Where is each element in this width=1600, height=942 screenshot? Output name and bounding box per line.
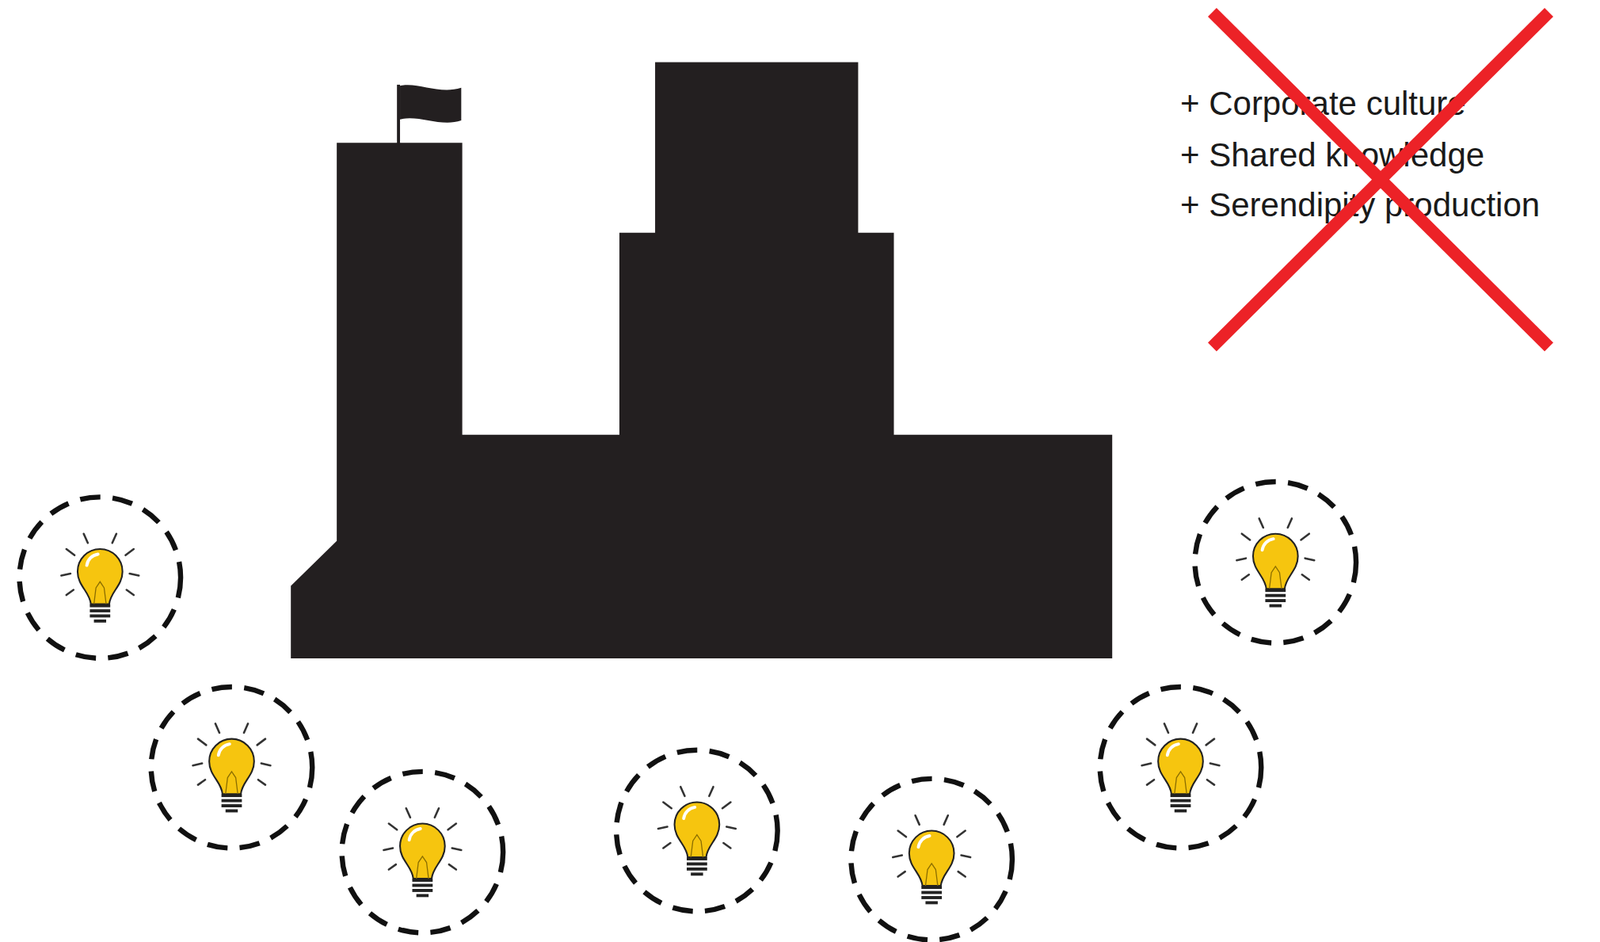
idea-circle (1195, 481, 1357, 644)
lightbulb-icon (1236, 518, 1315, 607)
lightbulb-icon (892, 815, 971, 904)
red-cross-stroke (1211, 11, 1549, 347)
idea-circle (342, 771, 504, 934)
lightbulb-icon (658, 786, 736, 876)
lightbulb-icon (383, 807, 461, 897)
idea-circle (850, 778, 1013, 941)
lightbulb-icon (1142, 723, 1220, 812)
idea-circle (151, 686, 313, 849)
lightbulb-icon (193, 723, 271, 812)
note-text: + Corporate culture (1180, 87, 1467, 121)
red-cross-stroke (1211, 11, 1549, 347)
lightbulb-icon (60, 533, 139, 623)
factory-silhouette (290, 62, 1113, 659)
note-text: + Shared knowledge (1180, 138, 1485, 172)
note-text: + Serendipity production (1180, 188, 1540, 222)
flag-pole (396, 84, 400, 145)
idea-circle (616, 750, 778, 912)
idea-circle (1100, 686, 1262, 849)
idea-circle (19, 496, 182, 659)
flag (400, 84, 461, 123)
